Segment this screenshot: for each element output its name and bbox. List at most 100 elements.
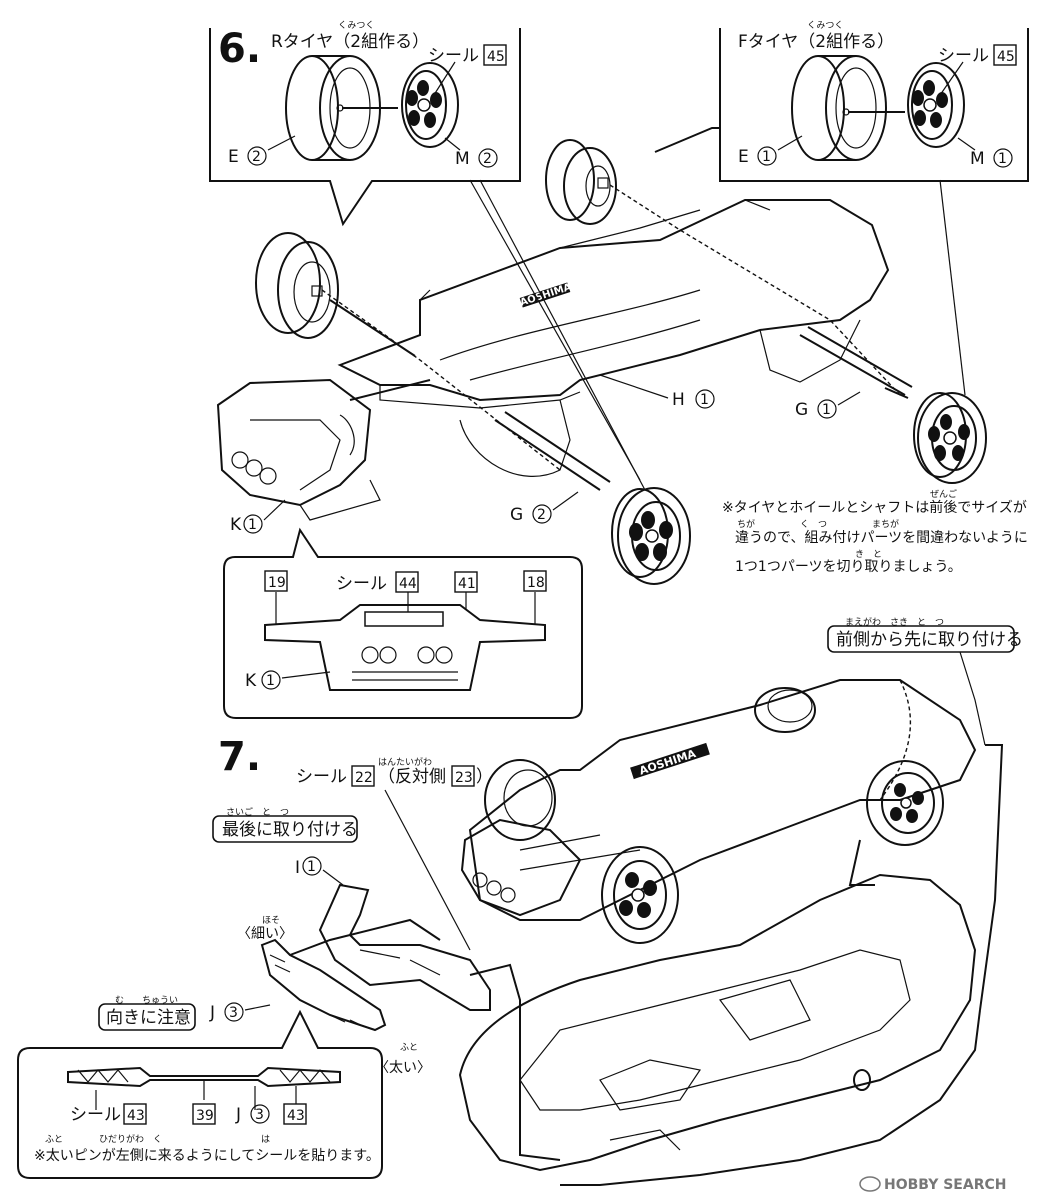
rear-left-tire-6 [255, 232, 339, 339]
g2-no: 2 [537, 507, 546, 523]
front-right-tire-6 [913, 392, 987, 484]
detail-18: 18 [527, 575, 545, 591]
seal22-no: 22 [355, 770, 373, 786]
note-line2: 違うので、組み付けパーツを間違わないように [735, 530, 1028, 546]
note-ruby3: き と [855, 549, 882, 560]
caution-label: 向きに注意 [106, 1008, 191, 1028]
r-wheel-no: 2 [483, 151, 492, 167]
f-tire-drawing [791, 55, 887, 161]
r-tire-drawing [285, 55, 381, 161]
r-seal-leader [431, 61, 456, 99]
bottom-note-ruby: ふと ひだりがわ く は [45, 1133, 270, 1145]
h-part: H [672, 390, 685, 410]
note-ruby2: ちが く つ まちが [737, 518, 899, 530]
front-first-arrow-line [979, 744, 1004, 1011]
j-detail-drawing [67, 1066, 341, 1088]
k-detail-drawing [264, 604, 546, 691]
f-tire-title: Fタイヤ（2組作る） [738, 32, 894, 52]
j-part: J [209, 1003, 215, 1023]
seal22-label: シール [296, 767, 347, 787]
g1-part: G [795, 400, 808, 420]
r-seal-no: 45 [487, 49, 505, 65]
hobby-search-watermark: HOBBY SEARCH [859, 1176, 1006, 1193]
step6-number: 6. [218, 26, 261, 72]
rear-shaft-arrow [329, 299, 416, 357]
f-tire-callout-frame [654, 28, 1029, 182]
tire-arrow-7 [848, 839, 875, 886]
detail-19: 19 [268, 575, 286, 591]
bottom-seal-no2: 43 [287, 1108, 305, 1124]
body-outer-line [560, 1009, 981, 1186]
f-tire-part: E [738, 147, 749, 167]
step7-front-nose [460, 818, 582, 917]
thick-label: 〈太い〉 [375, 1060, 431, 1076]
r-tire-ruby: くみつく [338, 20, 374, 31]
watermark-text: HOBBY SEARCH [884, 1177, 1006, 1193]
front-first-box [827, 625, 1015, 653]
last-label: 最後に取り付ける [222, 820, 358, 840]
last-ruby: さいご と つ [226, 806, 289, 818]
r-wheel-drawing [401, 62, 459, 148]
shaft-g2 [494, 419, 601, 491]
r-tire-callout-frame [209, 28, 521, 227]
j-arrow-line [289, 918, 441, 956]
shaft-g1 [799, 334, 906, 396]
note-line3: 1つ1つパーツを切り取りましょう。 [735, 559, 962, 575]
rear-right-tire-6 [611, 487, 691, 585]
f-wheel-part: M [970, 149, 985, 169]
i-part-drawing [318, 883, 491, 1011]
f-tire-no: 1 [762, 149, 771, 165]
caution-ruby: む ちゅうい [115, 995, 178, 1006]
bottom-note: ※太いピンが左側に来るようにしてシールを貼ります。 [34, 1148, 380, 1164]
bottom-39: 39 [196, 1108, 214, 1124]
thin-label: 〈細い〉 [237, 926, 293, 942]
r-tire-no: 2 [252, 149, 261, 165]
seal22-ruby: はんたいがわ [378, 756, 432, 768]
r-tire-part: E [228, 147, 239, 167]
bottom-j-no: 3 [255, 1107, 264, 1123]
front-left-tire-6 [545, 139, 617, 225]
r-tire-title: Rタイヤ（2組作る） [271, 32, 429, 52]
k-no: 1 [248, 517, 257, 533]
front-first-label: 前側から先に取り付ける [836, 630, 1023, 650]
caution-box [98, 1003, 196, 1031]
detail-41: 41 [458, 576, 476, 592]
r-wheel-part: M [455, 149, 470, 169]
k-part-drawing [216, 378, 381, 521]
seal22-opp: （反対側 [378, 767, 446, 787]
h-no: 1 [700, 392, 709, 408]
f-wheel-drawing [907, 62, 965, 148]
k-part: K [230, 515, 242, 535]
note-ruby1: ぜんご [930, 488, 957, 500]
i-part: I [295, 858, 300, 878]
thick-ruby: ふと [400, 1042, 418, 1053]
j-detail-box [17, 1009, 383, 1179]
i-no: 1 [307, 859, 316, 875]
step7-number: 7. [218, 734, 261, 780]
chassis7-brand: AOSHIMA [638, 747, 698, 778]
f-seal-label: シール [938, 46, 989, 66]
last-box [212, 815, 358, 843]
j-part-drawing [260, 938, 387, 1032]
j-no: 3 [229, 1005, 238, 1021]
thin-ruby: ほそ [262, 915, 280, 926]
detail-k-no: 1 [266, 673, 275, 689]
f-seal-box [993, 44, 1017, 66]
detail-seal-no: 44 [399, 576, 417, 592]
front-first-ruby: まえがわ さき と つ [845, 616, 944, 628]
seal-arrow-line [469, 963, 561, 1161]
step7-tire-back-left [754, 687, 816, 733]
detail-k-part: K [245, 671, 257, 691]
f-tire-ruby: くみつく [807, 20, 843, 31]
k-arrow [349, 379, 431, 401]
bottom-seal-label: シール [70, 1105, 121, 1125]
bottom-j-part: J [235, 1105, 241, 1125]
f-wheel-no: 1 [998, 151, 1007, 167]
f-seal-no: 45 [997, 49, 1015, 65]
g1-no: 1 [822, 402, 831, 418]
seal23-no: 23 [455, 770, 473, 786]
body-step7 [458, 873, 977, 1172]
r-seal-label: シール [428, 46, 479, 66]
step7-tire-back-right [866, 760, 944, 846]
